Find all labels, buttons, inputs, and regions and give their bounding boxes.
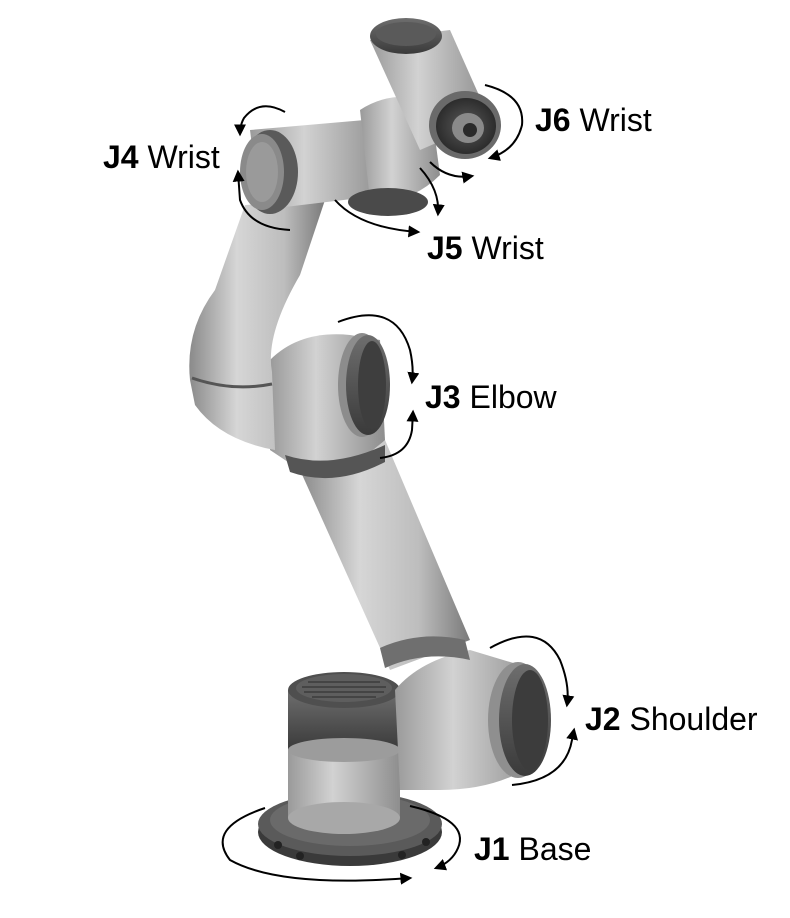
j4-label-name: Wrist <box>147 139 220 175</box>
j1-rotation-arrow <box>221 807 413 885</box>
shoulder-housing <box>395 650 551 790</box>
j1-label-name: Base <box>518 831 592 867</box>
robot-arm <box>189 18 551 866</box>
wrist-3-housing <box>370 18 501 159</box>
wrist-1-housing <box>240 120 385 214</box>
j1-rotation-arrow-tail <box>409 805 461 871</box>
j1-label-id: J1 <box>474 831 510 867</box>
j5-label-id: J5 <box>427 230 463 266</box>
base-cylinder <box>288 672 400 834</box>
j6-rotation-arrow-tail <box>429 161 475 184</box>
j5-label: J5 Wrist <box>427 232 544 264</box>
j3-label-name: Elbow <box>469 379 557 415</box>
rotation-arrows <box>221 84 579 885</box>
j6-rotation-arrow <box>484 84 524 161</box>
j4-label-id: J4 <box>103 139 139 175</box>
j5-rotation-arrow-tail <box>419 167 445 217</box>
j4-label: J4 Wrist <box>103 141 220 173</box>
j1-label: J1 Base <box>474 833 591 865</box>
j6-label-id: J6 <box>535 102 571 138</box>
j2-label: J2 Shoulder <box>585 703 758 735</box>
upper-arm-link <box>189 200 325 450</box>
j4-rotation-arrow <box>234 105 286 137</box>
j3-rotation-arrow-tail <box>379 409 419 459</box>
j3-rotation-arrow <box>337 314 420 385</box>
j6-label: J6 Wrist <box>535 104 652 136</box>
j4-rotation-arrow-tail <box>232 169 291 231</box>
j2-label-id: J2 <box>585 701 621 737</box>
j2-rotation-arrow <box>489 635 575 708</box>
j5-label-name: Wrist <box>471 230 544 266</box>
j3-label: J3 Elbow <box>425 381 557 413</box>
elbow-housing <box>270 333 390 479</box>
j2-rotation-arrow-tail <box>511 727 579 786</box>
j5-rotation-arrow <box>334 199 421 238</box>
lower-arm-link <box>300 440 470 670</box>
j6-label-name: Wrist <box>579 102 652 138</box>
j3-label-id: J3 <box>425 379 461 415</box>
j2-label-name: Shoulder <box>629 701 758 737</box>
